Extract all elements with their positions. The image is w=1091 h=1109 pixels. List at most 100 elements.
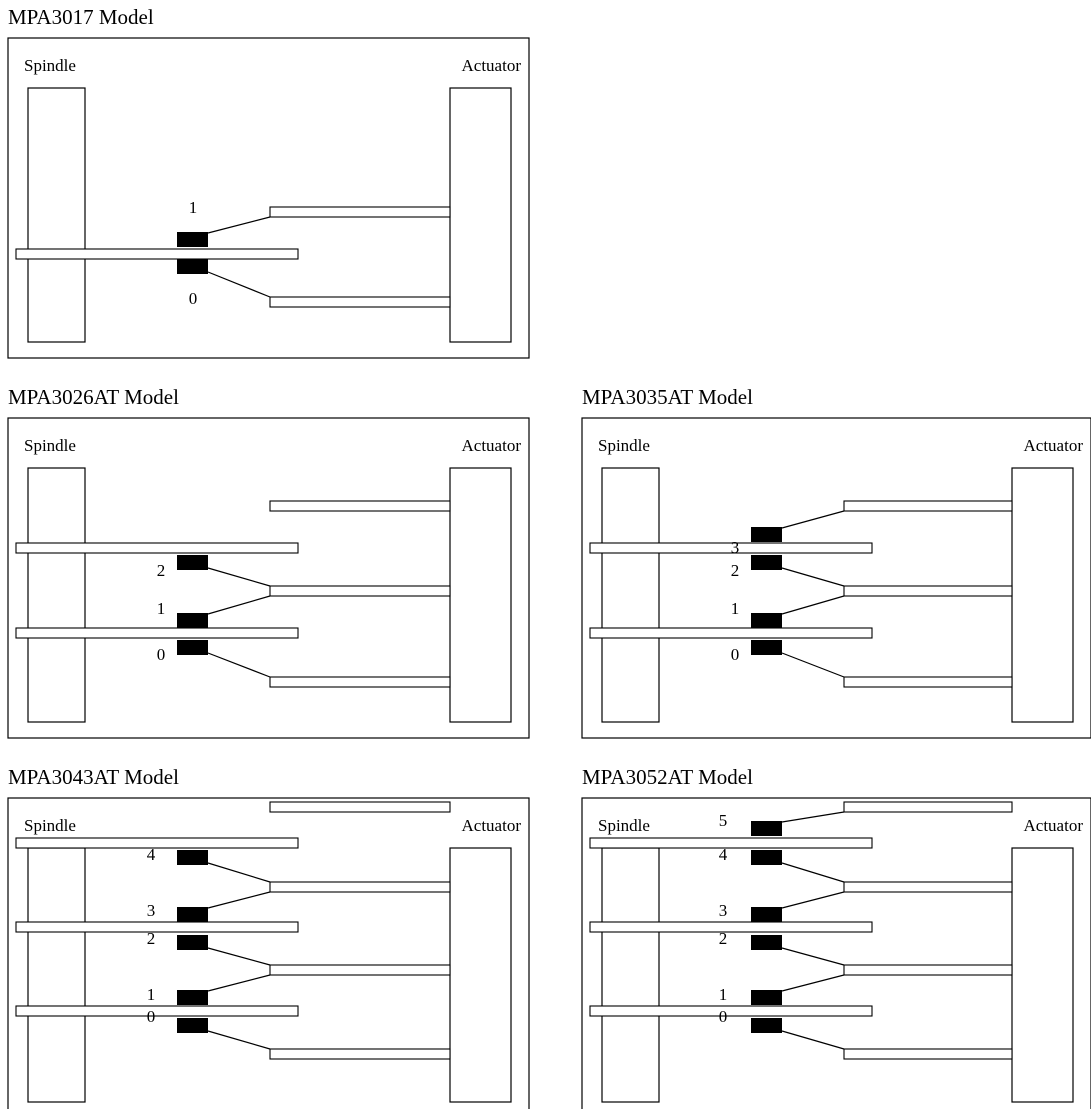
read-write-head — [751, 1018, 782, 1033]
actuator — [1011, 847, 1074, 1103]
actuator-arm — [843, 676, 1013, 688]
spindle-label: Spindle — [598, 436, 650, 455]
head-number: 0 — [731, 645, 740, 664]
read-write-head — [751, 640, 782, 655]
actuator-arm — [843, 801, 1013, 813]
actuator-label: Actuator — [1024, 816, 1084, 835]
read-write-head — [751, 990, 782, 1005]
actuator-arm — [269, 964, 451, 976]
head-link — [207, 974, 271, 992]
spindle — [27, 847, 86, 1103]
head-number: 0 — [719, 1007, 728, 1026]
read-write-head — [751, 935, 782, 950]
head-link — [207, 862, 271, 883]
head-number: 0 — [157, 645, 166, 664]
read-write-head — [177, 640, 208, 655]
panel-frame — [581, 797, 1091, 1109]
spindle-label: Spindle — [24, 436, 76, 455]
actuator-arm — [269, 1048, 451, 1060]
actuator-arm — [843, 500, 1013, 512]
actuator-arm — [269, 500, 451, 512]
actuator-arm — [843, 1048, 1013, 1060]
head-link — [781, 595, 845, 615]
head-number: 3 — [719, 901, 728, 920]
panel-title: MPA3017 Model — [8, 5, 154, 29]
head-link — [207, 595, 271, 615]
read-write-head — [177, 613, 208, 628]
read-write-head — [751, 907, 782, 922]
spindle-label: Spindle — [24, 56, 76, 75]
panel-title: MPA3043AT Model — [8, 765, 179, 789]
head-number: 2 — [157, 561, 166, 580]
head-number: 4 — [719, 845, 728, 864]
read-write-head — [177, 555, 208, 570]
actuator-arm — [269, 881, 451, 893]
head-link — [781, 891, 845, 909]
head-number: 1 — [147, 985, 156, 1004]
head-link — [781, 1030, 845, 1050]
head-number: 1 — [157, 599, 166, 618]
head-link — [207, 216, 271, 234]
head-link — [781, 947, 845, 966]
head-number: 2 — [719, 929, 728, 948]
head-link — [207, 567, 271, 587]
actuator-arm — [269, 676, 451, 688]
head-number: 2 — [147, 929, 156, 948]
actuator — [449, 467, 512, 723]
head-number: 2 — [731, 561, 740, 580]
platter — [15, 248, 299, 260]
platter — [15, 627, 299, 639]
panel-frame — [7, 37, 530, 359]
panel-title: MPA3026AT Model — [8, 385, 179, 409]
panel-frame — [581, 417, 1091, 739]
panel-frame — [7, 797, 530, 1109]
spindle — [27, 87, 86, 343]
head-link — [781, 811, 845, 823]
head-number: 1 — [189, 198, 198, 217]
read-write-head — [751, 527, 782, 542]
read-write-head — [177, 907, 208, 922]
head-link — [781, 652, 845, 678]
read-write-head — [751, 850, 782, 865]
head-link — [207, 652, 271, 678]
spindle — [601, 847, 660, 1103]
read-write-head — [177, 850, 208, 865]
actuator — [449, 87, 512, 343]
platter — [15, 921, 299, 933]
platter — [589, 921, 873, 933]
head-link — [781, 510, 845, 529]
read-write-head — [751, 555, 782, 570]
head-number: 4 — [147, 845, 156, 864]
platter — [15, 837, 299, 849]
platter — [589, 542, 873, 554]
read-write-head — [751, 613, 782, 628]
head-link — [781, 567, 845, 587]
platter — [15, 1005, 299, 1017]
panel-title: MPA3052AT Model — [582, 765, 753, 789]
read-write-head — [177, 259, 208, 274]
head-link — [207, 891, 271, 909]
head-number: 3 — [731, 538, 740, 557]
read-write-head — [177, 990, 208, 1005]
actuator-arm — [269, 585, 451, 597]
read-write-head — [177, 935, 208, 950]
actuator — [449, 847, 512, 1103]
platter — [589, 1005, 873, 1017]
actuator-label: Actuator — [1024, 436, 1084, 455]
actuator-label: Actuator — [462, 436, 522, 455]
read-write-head — [751, 821, 782, 836]
head-link — [781, 862, 845, 883]
read-write-head — [177, 1018, 208, 1033]
platter — [589, 837, 873, 849]
actuator-arm — [843, 964, 1013, 976]
head-number: 0 — [147, 1007, 156, 1026]
spindle — [27, 467, 86, 723]
head-number: 1 — [719, 985, 728, 1004]
read-write-head — [177, 232, 208, 247]
head-number: 1 — [731, 599, 740, 618]
platter — [15, 542, 299, 554]
actuator-arm — [843, 585, 1013, 597]
head-link — [781, 974, 845, 992]
